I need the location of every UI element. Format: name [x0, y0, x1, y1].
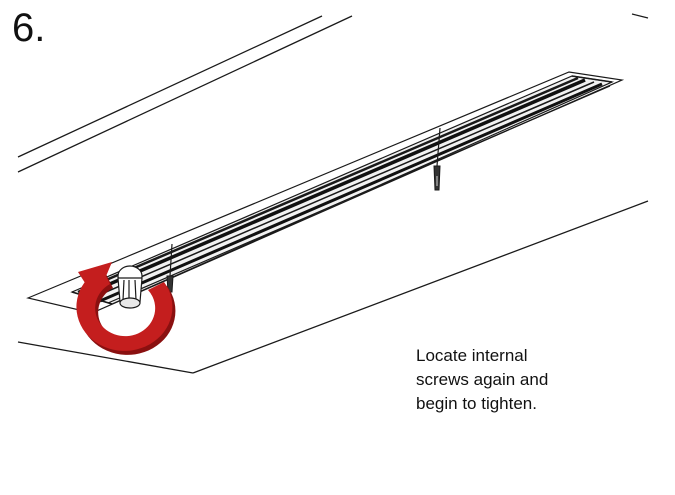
linear-light-fixture — [70, 75, 615, 305]
screw-icon — [117, 265, 143, 309]
clockwise-rotation-arrow-icon — [76, 262, 176, 355]
suspension-cable-icon — [166, 243, 174, 293]
suspension-cable-icon — [433, 127, 441, 191]
ceiling-plane-edge — [17, 200, 649, 374]
caption-line: Locate internal — [416, 346, 528, 365]
caption-line: begin to tighten. — [416, 394, 537, 413]
step-number: 6. — [12, 6, 46, 50]
instruction-caption: Locate internal screws again and begin t… — [416, 344, 636, 416]
upper-ceiling-edge — [17, 13, 649, 173]
caption-line: screws again and — [416, 370, 549, 389]
